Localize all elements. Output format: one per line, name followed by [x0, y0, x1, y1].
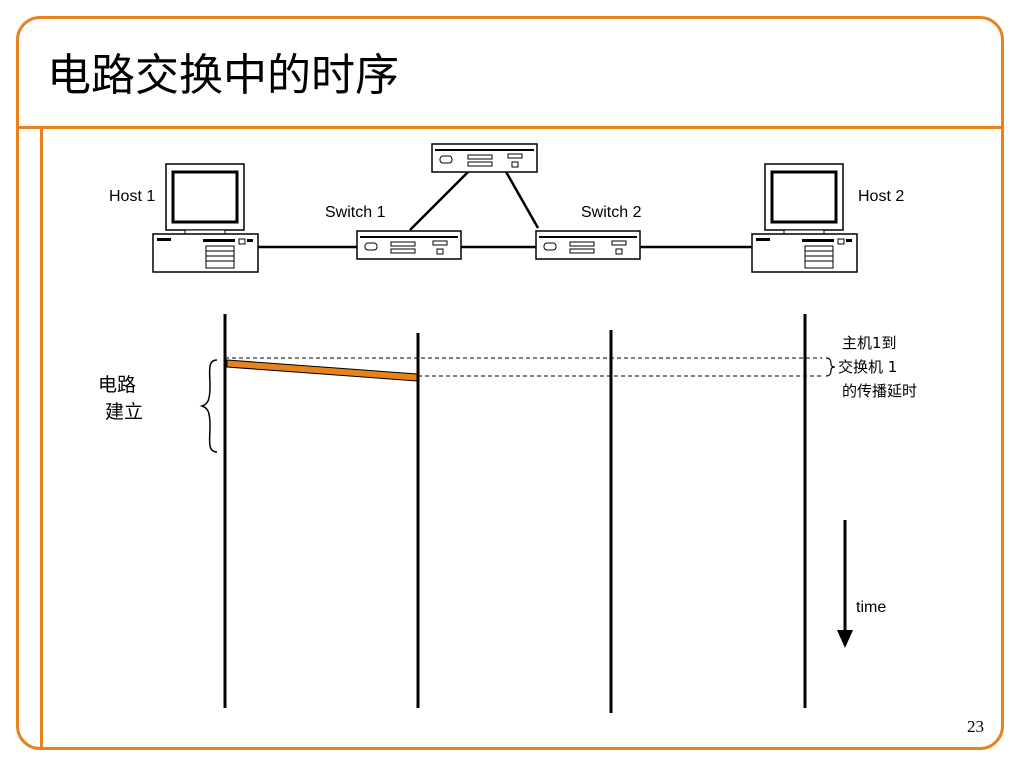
propagation-signal [226, 359, 418, 382]
propagation-guides [225, 357, 822, 377]
switch2-label: Switch 2 [581, 204, 642, 221]
switch1-label: Switch 1 [325, 204, 386, 221]
prop-delay-label-line3: 的传播延时 [842, 382, 918, 400]
link-switch1-switch3 [409, 169, 471, 231]
title-divider [16, 126, 1004, 129]
prop-delay-label-line1: 主机1到 [842, 334, 897, 352]
page-number: 23 [967, 717, 984, 736]
circuit-setup-label-line2: 建立 [105, 401, 144, 423]
circuit-setup-label-line1: 电路 [98, 374, 137, 396]
computer-icon [751, 163, 858, 273]
time-arrow [837, 520, 853, 648]
host2-label: Host 2 [858, 188, 905, 205]
left-divider [40, 128, 43, 750]
prop-delay-label-line2: 交换机 1 [838, 358, 898, 376]
circuit-setup-brace [199, 359, 218, 453]
computer-icon [152, 163, 259, 273]
host1-label: Host 1 [109, 188, 156, 205]
timelines [223, 314, 807, 713]
switch-icon [535, 230, 641, 260]
slide-frame [16, 16, 1004, 750]
prop-delay-brace [825, 357, 836, 377]
switch-icon [356, 230, 462, 260]
network-links [258, 169, 752, 249]
time-label: time [856, 599, 887, 616]
switch-icon [431, 143, 538, 173]
link-switch2-switch3 [503, 169, 540, 229]
page-title: 电路交换中的时序 [47, 50, 399, 101]
